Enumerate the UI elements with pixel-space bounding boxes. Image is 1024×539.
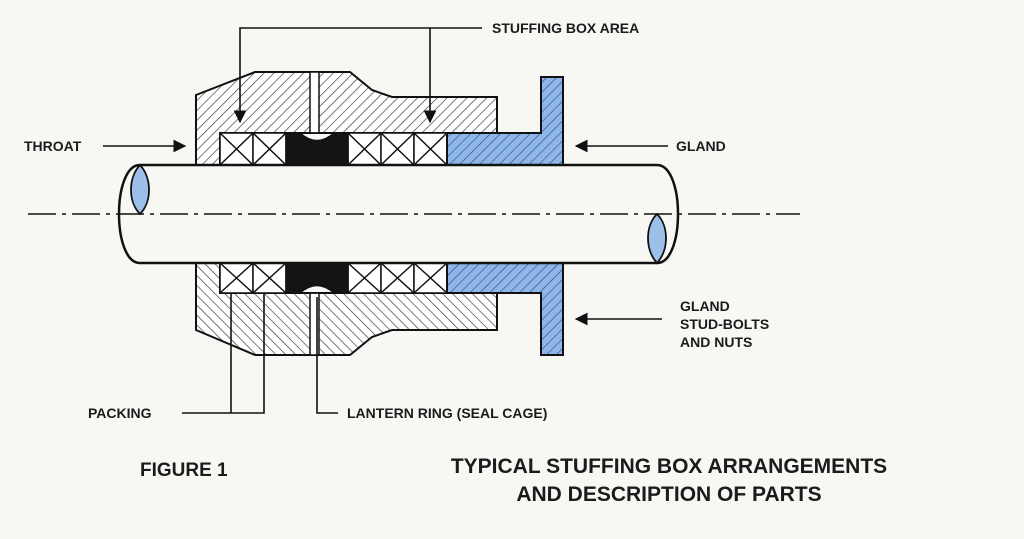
shaft-right-end-section: [647, 212, 667, 265]
lower-lantern-ring: [285, 262, 349, 294]
label-gland: GLAND: [676, 138, 726, 154]
caption-line-1: TYPICAL STUFFING BOX ARRANGEMENTS: [451, 455, 887, 478]
upper-lantern-ring: [285, 132, 349, 166]
label-packing: PACKING: [88, 405, 152, 421]
label-lantern-ring: LANTERN RING (SEAL CAGE): [347, 405, 547, 421]
caption-line-2: AND DESCRIPTION OF PARTS: [516, 483, 821, 506]
label-stuffing-box-area: STUFFING BOX AREA: [492, 20, 639, 36]
shaft: [117, 163, 680, 265]
shaft-left-end-section: [130, 163, 150, 216]
label-gland-studs-line1: GLAND: [680, 298, 730, 314]
upper-vent-channel: [309, 71, 320, 134]
upper-packing-set: [219, 132, 448, 166]
label-gland-studs-line3: AND NUTS: [680, 334, 752, 350]
label-gland-studs-line2: STUD-BOLTS: [680, 316, 769, 332]
leader-lines: [103, 27, 668, 414]
figure-label: FIGURE 1: [140, 460, 228, 481]
label-throat: THROAT: [24, 138, 82, 154]
